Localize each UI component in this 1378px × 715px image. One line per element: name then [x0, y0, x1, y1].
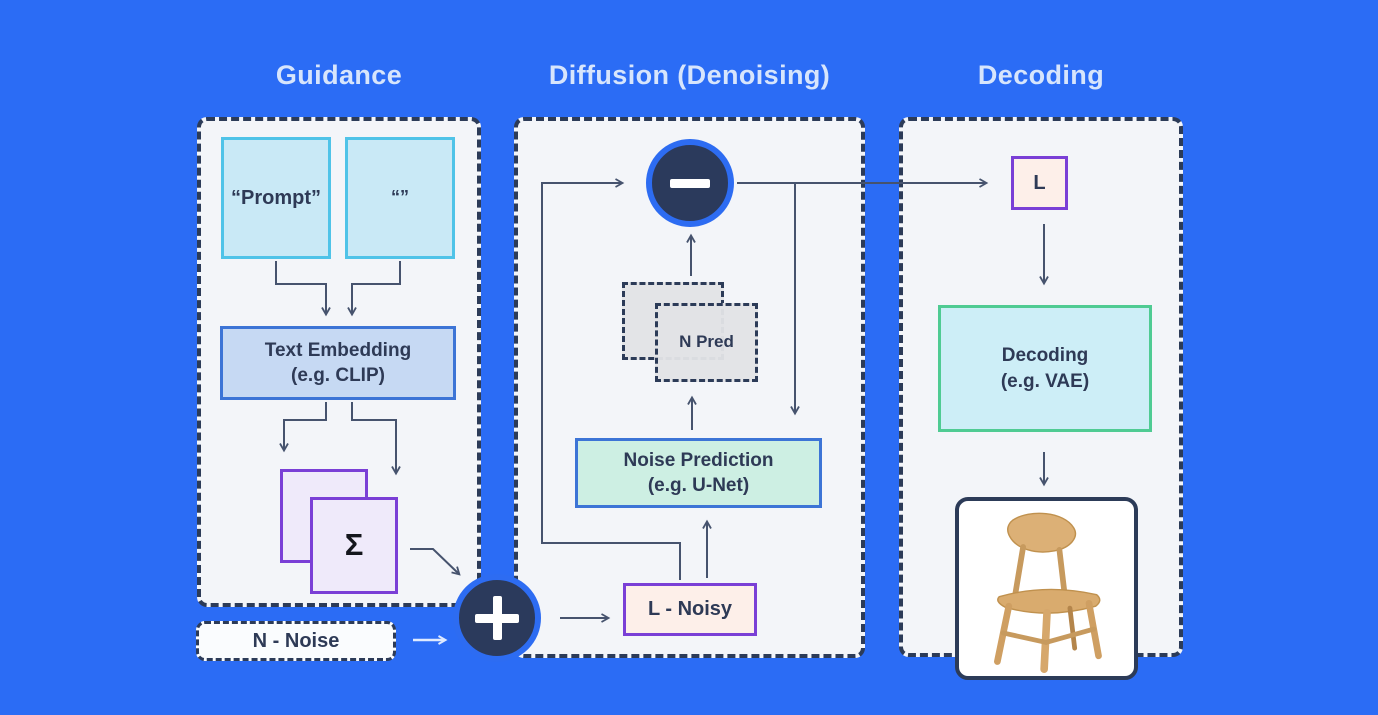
n-pred-label: N Pred	[679, 332, 734, 352]
text-embedding-box: Text Embedding (e.g. CLIP)	[220, 326, 456, 400]
l-noisy-box: L - Noisy	[623, 583, 757, 636]
plus-icon	[475, 596, 519, 640]
n-pred-box: N Pred	[655, 303, 758, 382]
latent-box: L	[1011, 156, 1068, 210]
output-image-box	[955, 497, 1138, 680]
diffusion-title: Diffusion (Denoising)	[548, 59, 831, 90]
subtract-node	[646, 139, 734, 227]
text-embedding-line1: Text Embedding	[264, 339, 412, 361]
add-node	[453, 574, 541, 662]
embedding-stack-sigma-box: Σ	[310, 497, 398, 594]
text-embedding-line2: (e.g. CLIP)	[291, 365, 385, 386]
prompt-box: “Prompt”	[221, 137, 331, 259]
decoding-line1: Decoding	[1001, 345, 1089, 367]
sigma-label: Σ	[344, 527, 364, 563]
decoding-line2: (e.g. VAE)	[1000, 370, 1090, 392]
latent-label: L	[1033, 171, 1046, 194]
minus-icon	[670, 178, 710, 188]
chair-image	[993, 512, 1102, 673]
empty-prompt-box: “”	[345, 137, 455, 259]
decoding-title: Decoding	[977, 59, 1105, 90]
noise-prediction-line1: Noise Prediction	[623, 449, 774, 471]
empty-prompt-label: “”	[391, 187, 409, 208]
decoding-box: Decoding (e.g. VAE)	[938, 305, 1152, 432]
l-noisy-label: L - Noisy	[647, 598, 733, 621]
n-noise-label: N - Noise	[252, 629, 340, 652]
noise-prediction-line2: (e.g. U-Net)	[647, 475, 750, 496]
n-noise-box: N - Noise	[196, 621, 396, 661]
noise-prediction-box: Noise Prediction (e.g. U-Net)	[575, 438, 822, 508]
guidance-title: Guidance	[275, 59, 403, 90]
prompt-label: “Prompt”	[231, 186, 321, 209]
